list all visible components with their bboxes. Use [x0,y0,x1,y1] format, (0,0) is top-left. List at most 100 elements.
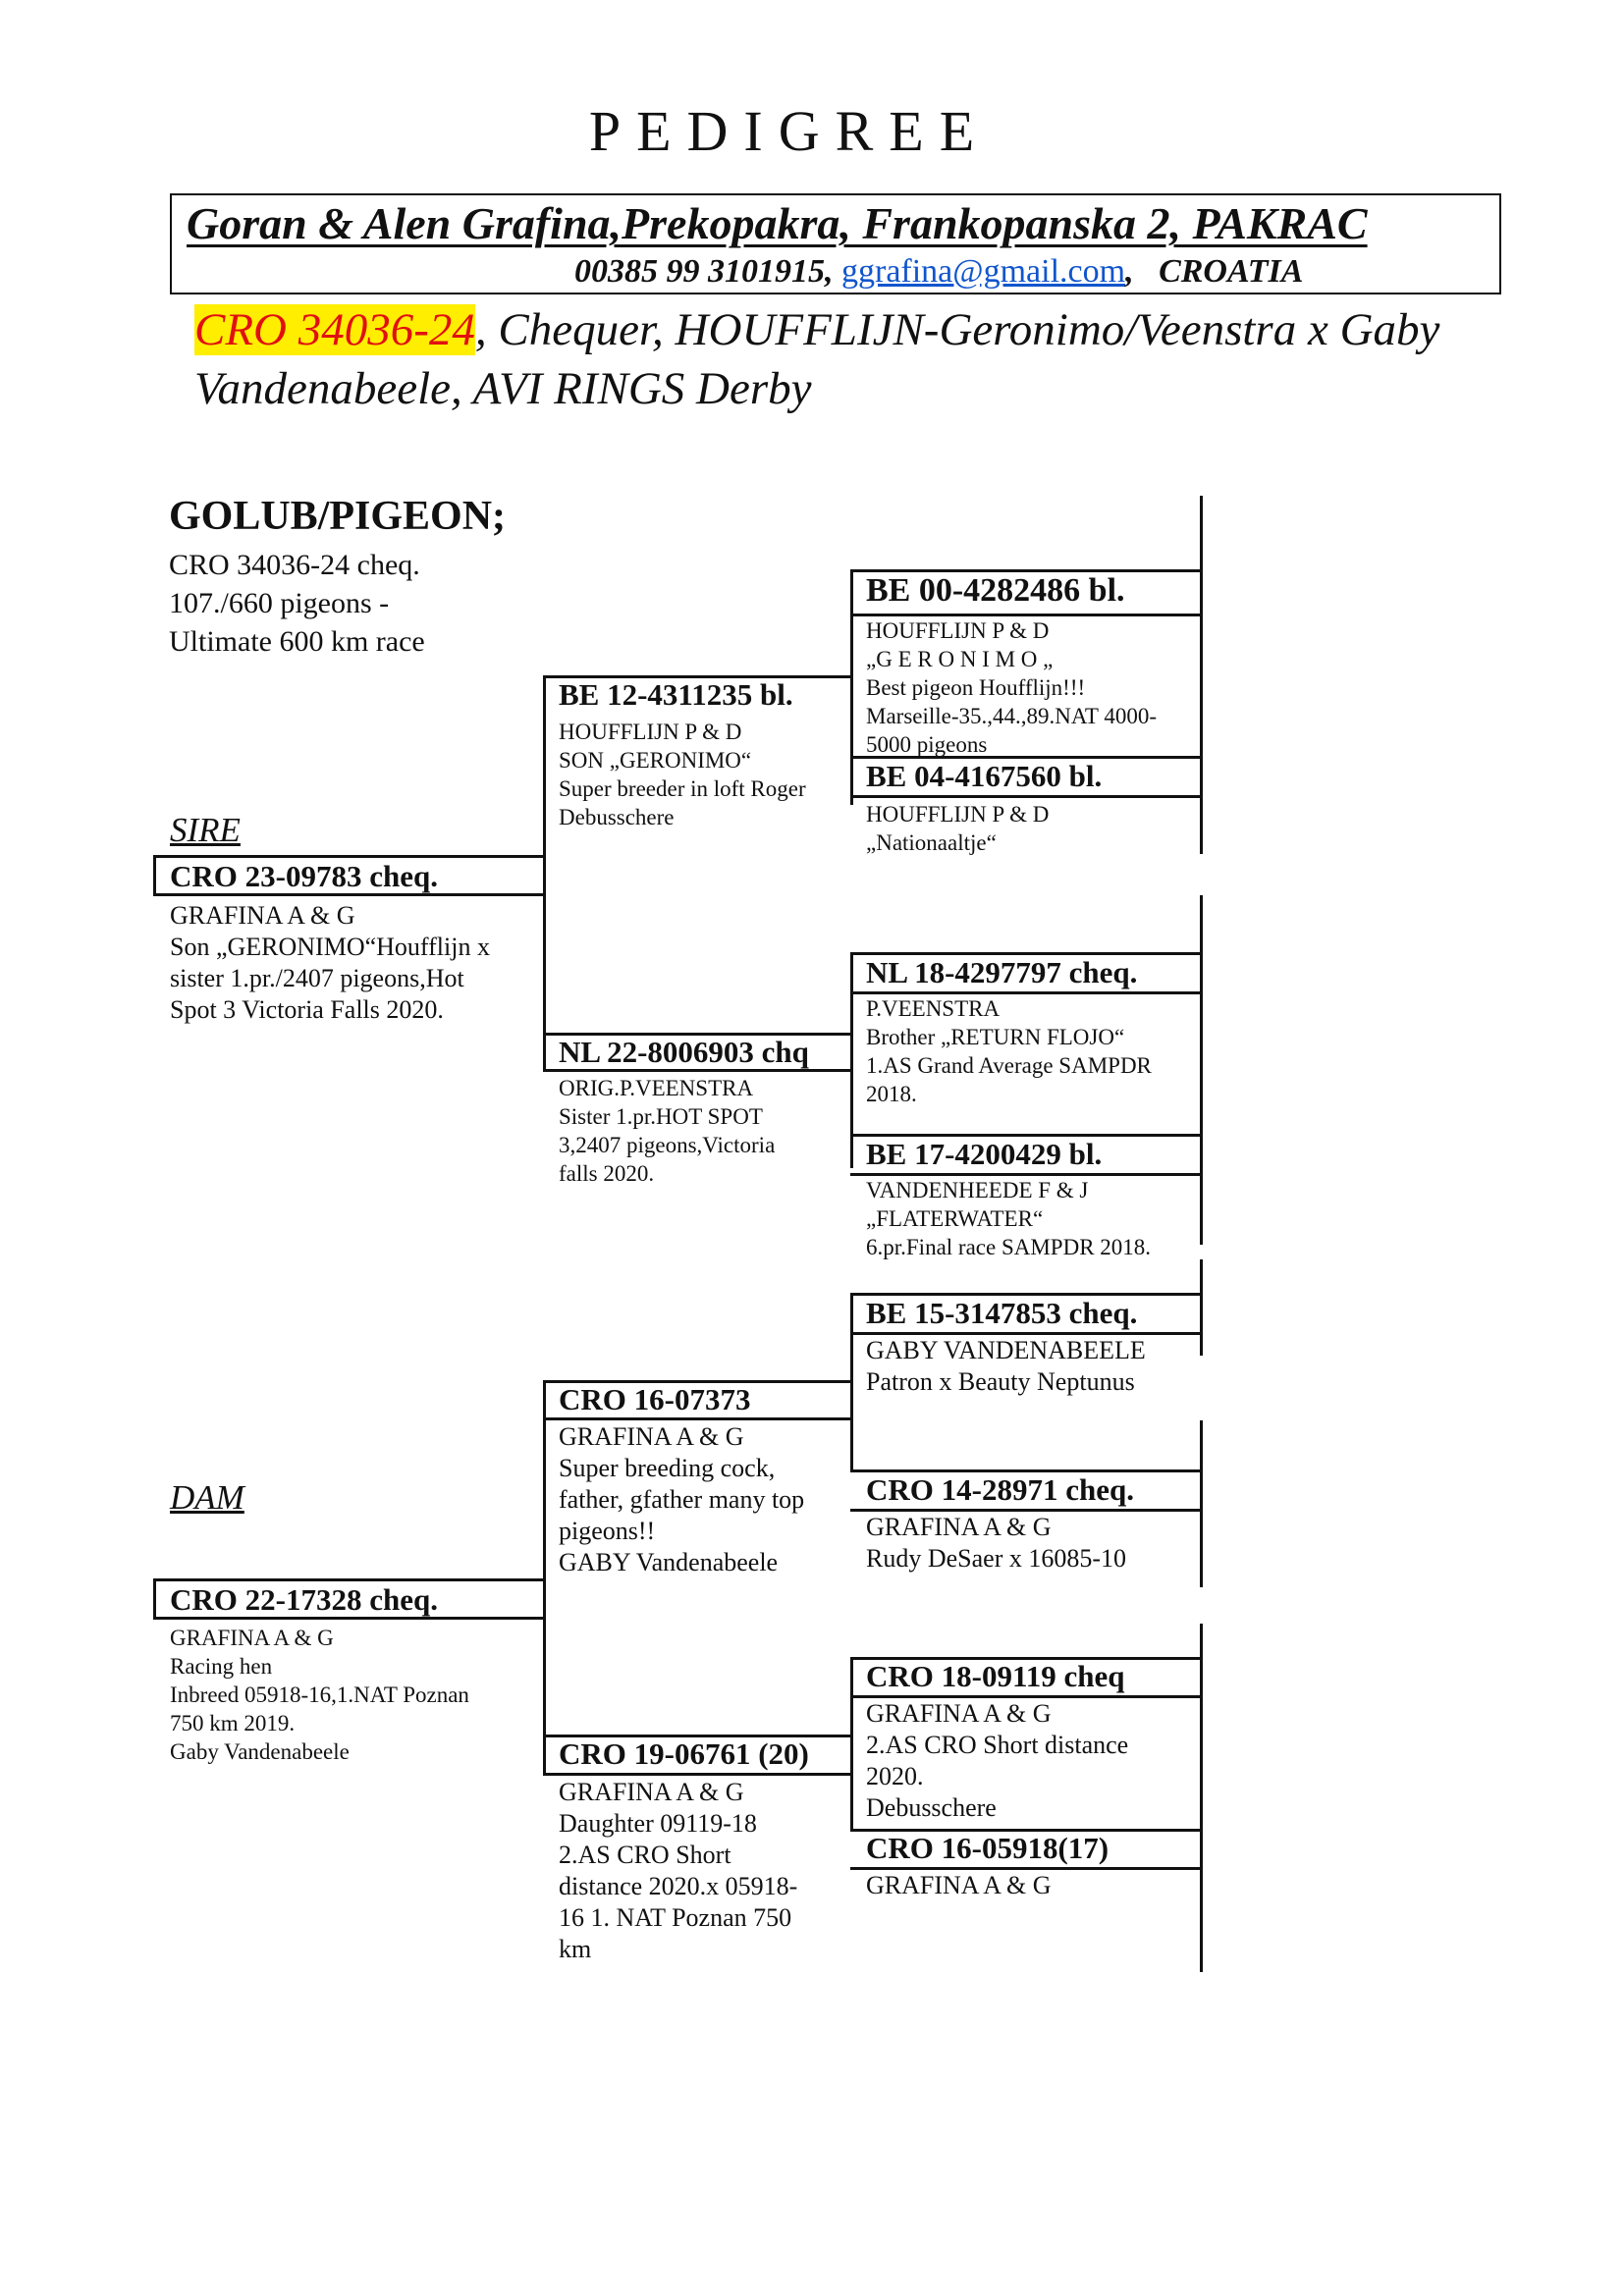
right-rule-3 [1200,1259,1203,1356]
dam-dam-detail-line: 2.AS CRO Short [559,1841,731,1869]
ggp3-ring: NL 18-4297797 cheq. [866,955,1138,989]
dam-dam-detail-line: GRAFINA A & G [559,1778,744,1806]
dam-box-left [153,1578,156,1620]
sire-dam-detail-line: ORIG.P.VEENSTRA [559,1076,754,1100]
ggp1-detail-line: Marseille-35.,44.,89.NAT 4000- [866,704,1157,728]
dam-sire-details: GRAFINA A & G Super breeding cock, fathe… [559,1421,804,1578]
ggp1-detail-line: HOUFFLIJN P & D [866,618,1050,643]
dam-sire-line-bottom [543,1417,853,1420]
owner-name: Goran & Alen Grafina,Prekopakra, Frankop… [187,198,1368,248]
sire-dam-ring: NL 22-8006903 chq [559,1035,809,1069]
subject-line: 107./660 pigeons - [169,587,390,619]
ggp6-detail-line: GRAFINA A & G [866,1513,1052,1541]
ss-bracket [850,569,853,805]
ggp3-detail-line: P.VEENSTRA [866,996,1001,1021]
ggp6-ring: CRO 14-28971 cheq. [866,1472,1134,1507]
dam-dam-details: GRAFINA A & G Daughter 09119-18 2.AS CRO… [559,1777,797,1965]
ggp2-bottom [850,795,1202,798]
ggp4-detail-line: VANDENHEEDE F & J [866,1178,1089,1202]
pigeon-description-text: , Chequer, HOUFFLIJN-Geronimo/Veenstra x… [194,304,1440,414]
ggp2-detail-line: HOUFFLIJN P & D [866,802,1050,827]
ggp8-top [850,1829,1202,1832]
ggp7-detail-line: 2020. [866,1762,924,1790]
ggp5-detail-line: GABY VANDENABEELE [866,1336,1146,1364]
ggp3-detail-line: 1.AS Grand Average SAMPDR [866,1053,1152,1078]
dam-sire-detail-line: GRAFINA A & G [559,1422,744,1451]
page-title: PEDIGREE [588,99,991,163]
subject-heading: GOLUB/PIGEON; [169,494,507,539]
ggp1-detail-line: 5000 pigeons [866,732,988,757]
right-rule-4 [1200,1420,1203,1587]
ggp6-details: GRAFINA A & G Rudy DeSaer x 16085-10 [866,1512,1126,1575]
dam-detail-line: Gaby Vandenabeele [170,1739,350,1764]
right-rule-5 [1200,1624,1203,1972]
pigeon-ring-highlight: CRO 34036-24 [194,304,475,355]
sire-sire-detail-line: HOUFFLIJN P & D [559,720,742,744]
sire-dam-detail-line: falls 2020. [559,1161,655,1186]
sire-detail-line: GRAFINA A & G [170,901,355,930]
ggp1-bottom [850,614,1202,616]
dam-detail-line: Racing hen [170,1654,273,1679]
owner-box [170,193,1501,294]
sire-sire-detail-line: Debusschere [559,805,675,829]
ggp3-top [850,952,1202,955]
ggp5-ring: BE 15-3147853 cheq. [866,1296,1138,1330]
dam-box-bottom [153,1617,546,1620]
dam-dam-line [543,1735,853,1737]
sire-dam-line [543,1033,853,1036]
dam-sire-detail-line: Super breeding cock, [559,1454,776,1482]
dam-dam-detail-line: km [559,1935,592,1963]
ggp7-detail-line: Debusschere [866,1793,997,1822]
sire-box-left [153,855,156,896]
ggp1-ring: BE 00-4282486 bl. [866,572,1125,609]
ggp7-bottom [850,1695,1202,1698]
sire-underline [153,855,546,858]
dam-details: GRAFINA A & G Racing hen Inbreed 05918-1… [170,1624,469,1766]
ggp6-top [850,1469,1202,1472]
dam-detail-line: GRAFINA A & G [170,1626,334,1650]
ggp4-ring: BE 17-4200429 bl. [866,1137,1103,1171]
pigeon-description: CRO 34036-24, Chequer, HOUFFLIJN-Geronim… [194,300,1490,418]
ggp3-bottom [850,991,1202,994]
sire-dam-line-bottom [543,1069,853,1072]
dam-sire-detail-line: father, gfather many top [559,1485,805,1514]
ggp4-detail-line: 6.pr.Final race SAMPDR 2018. [866,1235,1152,1259]
owner-country: CROATIA [1159,253,1304,290]
dam-sire-detail-line: GABY Vandenabeele [559,1548,779,1576]
right-rule-1 [1200,496,1203,854]
ggp6-detail-line: Rudy DeSaer x 16085-10 [866,1544,1127,1573]
dam-detail-line: 750 km 2019. [170,1711,296,1735]
sire-sire-line [543,675,853,678]
ggp3-detail-line: Brother „RETURN FLOJO“ [866,1025,1125,1049]
ggp8-bottom [850,1867,1202,1870]
ggp4-detail-line: „FLATERWATER“ [866,1206,1044,1231]
ggp2-detail-line: „Nationaaltje“ [866,830,997,855]
ggp3-detail-line: 2018. [866,1082,917,1106]
dam-detail-line: Inbreed 05918-16,1.NAT Poznan [170,1682,469,1707]
owner-phone: 00385 99 3101915, [574,253,834,290]
sire-dam-details: ORIG.P.VEENSTRA Sister 1.pr.HOT SPOT 3,2… [559,1074,775,1188]
ggp2-ring: BE 04-4167560 bl. [866,759,1103,793]
dam-dam-detail-line: 16 1. NAT Poznan 750 [559,1903,792,1932]
ggp7-detail-line: 2.AS CRO Short distance [866,1731,1129,1759]
sire-dam-detail-line: 3,2407 pigeons,Victoria [559,1133,776,1157]
ggp5-detail-line: Patron x Beauty Neptunus [866,1367,1135,1396]
ggp1-details: HOUFFLIJN P & D „G E R O N I M O „ Best … [866,616,1157,759]
dam-sire-ring: CRO 16-07373 [559,1382,751,1416]
sire-box-bottom [153,893,546,896]
sire-ring: CRO 23-09783 cheq. [170,859,438,893]
dam-sire-line [543,1380,853,1383]
ggp7-detail-line: GRAFINA A & G [866,1699,1052,1728]
dd-bracket [850,1657,853,1829]
sire-sire-details: HOUFFLIJN P & D SON „GERONIMO“ Super bre… [559,718,806,831]
subject-line: Ultimate 600 km race [169,625,425,658]
dam-dam-line-bottom [543,1773,853,1776]
dam-dam-ring: CRO 19-06761 (20) [559,1736,809,1771]
sire-detail-line: Son „GERONIMO“Houfflijn x [170,933,490,961]
owner-email-link[interactable]: ggrafina@gmail.com [841,253,1126,290]
dam-dam-detail-line: distance 2020.x 05918- [559,1872,798,1900]
sire-bracket [543,675,546,1072]
ggp7-ring: CRO 18-09119 cheq [866,1659,1125,1693]
ggp3-details: P.VEENSTRA Brother „RETURN FLOJO“ 1.AS G… [866,994,1152,1108]
dam-dam-detail-line: Daughter 09119-18 [559,1809,757,1838]
